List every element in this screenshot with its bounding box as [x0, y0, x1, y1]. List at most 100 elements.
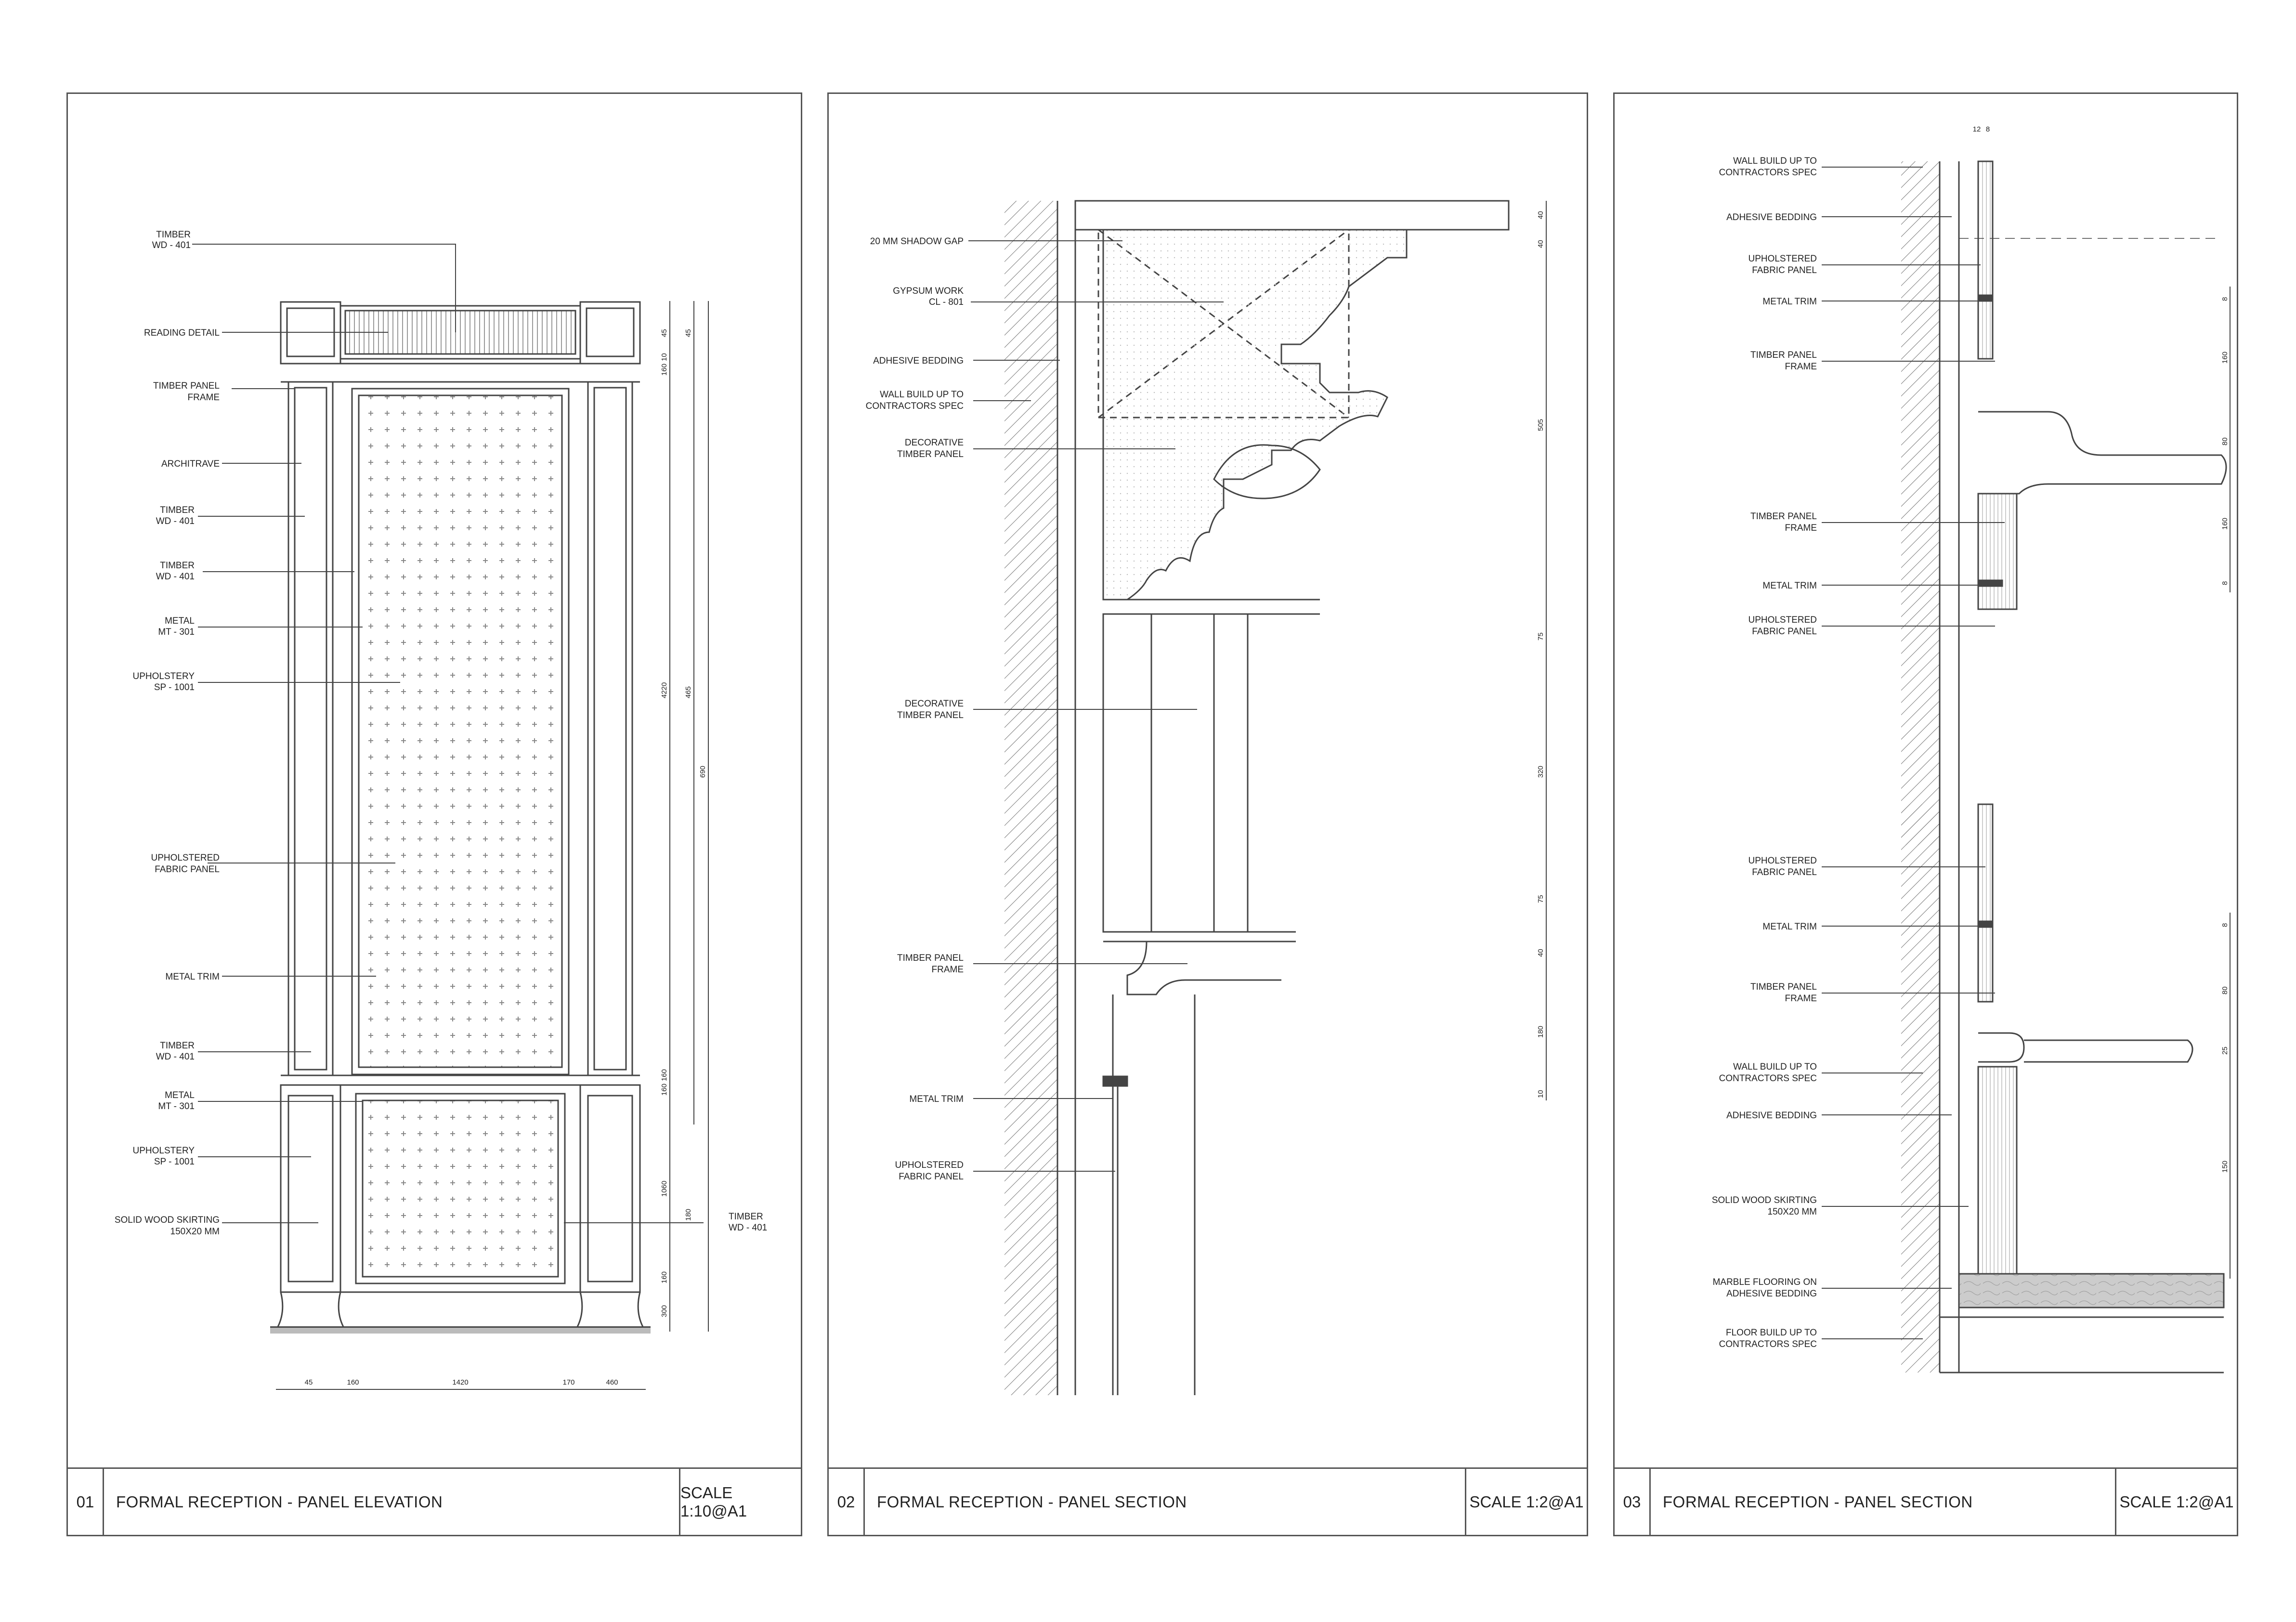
svg-text:WD - 401: WD - 401 — [156, 516, 195, 526]
titlebar-03: 03 FORMAL RECEPTION - PANEL SECTION SCAL… — [1615, 1467, 2237, 1535]
sheet-number: 02 — [829, 1469, 865, 1535]
label-skirting: SOLID WOOD SKIRTING — [115, 1215, 220, 1225]
dim-s3-top-5: 8 — [2221, 581, 2229, 585]
dim-v1-4: 4220 — [660, 682, 668, 698]
section-03-drawing: WALL BUILD UP TO CONTRACTORS SPEC ADHESI… — [1712, 125, 2231, 1373]
label-fabric-3: UPHOLSTERED — [1748, 856, 1817, 866]
label-metal-trim: METAL TRIM — [165, 972, 220, 982]
svg-text:FRAME: FRAME — [1785, 523, 1817, 533]
dim-v1-3: 10 — [660, 353, 668, 361]
dim-v1-2: 160 — [660, 364, 668, 376]
label-metal-trim-3: METAL TRIM — [1762, 922, 1817, 932]
svg-text:MT - 301: MT - 301 — [158, 627, 195, 637]
capital-right — [579, 301, 641, 365]
label-timber-4: TIMBER — [160, 1041, 195, 1051]
titlebar-01: 01 FORMAL RECEPTION - PANEL ELEVATION SC… — [68, 1467, 801, 1535]
label-timber-3: TIMBER — [160, 561, 195, 571]
sheet-panel-section-02: 20 MM SHADOW GAP GYPSUM WORK CL - 801 AD… — [827, 92, 1588, 1536]
label-adhesive: ADHESIVE BEDDING — [873, 356, 964, 366]
metal-trim — [1102, 1075, 1128, 1087]
dim-s2-6: 75 — [1537, 895, 1545, 903]
dim-s2-9: 10 — [1537, 1090, 1545, 1098]
svg-text:WD - 401: WD - 401 — [729, 1223, 767, 1233]
sheet-title: FORMAL RECEPTION - PANEL SECTION — [1663, 1492, 1973, 1511]
lower-fabric-panel — [362, 1099, 559, 1278]
sheet-panel-section-03: WALL BUILD UP TO CONTRACTORS SPEC ADHESI… — [1613, 92, 2238, 1536]
dim-v1-9: 300 — [660, 1305, 668, 1317]
label-adhesive-2: ADHESIVE BEDDING — [1726, 1111, 1817, 1121]
sheet-title: FORMAL RECEPTION - PANEL SECTION — [877, 1492, 1187, 1511]
dim-s2-4: 75 — [1537, 632, 1545, 641]
label-shadow-gap: 20 MM SHADOW GAP — [870, 236, 964, 247]
dim-v1-7: 1060 — [660, 1181, 668, 1197]
label-metal-trim-1: METAL TRIM — [1762, 297, 1817, 307]
label-upholstery-1: UPHOLSTERY — [133, 671, 195, 681]
wall-hatch-upper — [1901, 161, 1940, 845]
svg-text:CONTRACTORS SPEC: CONTRACTORS SPEC — [866, 401, 964, 411]
sheet-number: 01 — [68, 1469, 104, 1535]
lower-column-right — [579, 1084, 641, 1293]
molding-lower — [1978, 1032, 2193, 1063]
label-metal-trim-2: METAL TRIM — [1762, 581, 1817, 591]
sheet-panel-elevation: TIMBER WD - 401 READING DETAIL TIMBER PA… — [66, 92, 802, 1536]
svg-text:CONTRACTORS SPEC: CONTRACTORS SPEC — [1719, 1339, 1817, 1349]
titlebar-02: 02 FORMAL RECEPTION - PANEL SECTION SCAL… — [829, 1467, 1587, 1535]
molding-upper — [1978, 411, 2227, 495]
dim-v1-8: 160 — [660, 1271, 668, 1283]
dim-v2-3: 180 — [684, 1209, 692, 1221]
svg-text:ADHESIVE BEDDING: ADHESIVE BEDDING — [1726, 1289, 1817, 1299]
svg-text:CL - 801: CL - 801 — [929, 297, 964, 307]
dim-bottom-3: 1420 — [452, 1378, 468, 1387]
dim-bottom-2: 160 — [347, 1378, 359, 1387]
label-gypsum: GYPSUM WORK — [893, 286, 964, 296]
dim-s2-7: 40 — [1537, 949, 1545, 957]
svg-text:WD - 401: WD - 401 — [156, 1052, 195, 1062]
section-02-drawing: 20 MM SHADOW GAP GYPSUM WORK CL - 801 AD… — [866, 200, 1547, 1395]
label-timber-top: TIMBER — [156, 230, 191, 240]
sheet-title: FORMAL RECEPTION - PANEL ELEVATION — [116, 1492, 443, 1511]
svg-text:TIMBER PANEL: TIMBER PANEL — [897, 449, 964, 459]
dim-bottom-4: 170 — [562, 1378, 574, 1387]
elevation-drawing: TIMBER WD - 401 READING DETAIL TIMBER PA… — [115, 230, 767, 1390]
label-fabric-2: UPHOLSTERED — [1748, 615, 1817, 625]
svg-text:SP - 1001: SP - 1001 — [154, 1157, 195, 1167]
svg-text:FABRIC PANEL: FABRIC PANEL — [1752, 265, 1817, 275]
dim-v1-5: 160 — [660, 1069, 668, 1081]
svg-text:FABRIC PANEL: FABRIC PANEL — [1752, 627, 1817, 637]
label-wall-build: WALL BUILD UP TO — [880, 390, 964, 400]
timber-frame-molding — [1126, 941, 1281, 995]
label-fabric-1: UPHOLSTERED — [1748, 254, 1817, 264]
svg-text:FRAME: FRAME — [1785, 362, 1817, 372]
dim-top-8: 8 — [1986, 125, 1990, 133]
label-frame-2: TIMBER PANEL — [1750, 511, 1817, 522]
label-frame-3: TIMBER PANEL — [1750, 982, 1817, 992]
svg-text:FABRIC PANEL: FABRIC PANEL — [1752, 867, 1817, 877]
dim-s3-bot-3: 25 — [2221, 1046, 2229, 1055]
dim-s2-3: 505 — [1537, 419, 1545, 431]
sheet-number: 03 — [1615, 1469, 1651, 1535]
wall-hatch — [1004, 201, 1057, 1395]
label-decorative-2: DECORATIVE — [905, 699, 964, 709]
svg-text:CONTRACTORS SPEC: CONTRACTORS SPEC — [1719, 1073, 1817, 1084]
dim-s2-8: 180 — [1537, 1026, 1545, 1038]
label-reading-detail: READING DETAIL — [144, 328, 220, 338]
dim-bottom-5: 460 — [606, 1378, 618, 1387]
svg-text:FRAME: FRAME — [932, 965, 964, 975]
label-wall-build-1: WALL BUILD UP TO — [1733, 156, 1817, 166]
decorative-bracket — [1102, 229, 1408, 601]
wall-hatch-lower — [1901, 804, 1940, 1373]
svg-text:TIMBER PANEL: TIMBER PANEL — [897, 710, 964, 720]
label-metal-2: METAL — [165, 1090, 195, 1100]
sheet-scale: SCALE 1:2@A1 — [1465, 1469, 1587, 1535]
dim-s3-top-1: 8 — [2221, 297, 2229, 301]
dim-v1-6: 160 — [660, 1084, 668, 1096]
dim-s2-1: 40 — [1537, 211, 1545, 219]
label-architrave: ARCHITRAVE — [161, 459, 220, 469]
label-upholstery-2: UPHOLSTERY — [133, 1146, 195, 1156]
floor-hatch — [270, 1328, 651, 1334]
label-adhesive-1: ADHESIVE BEDDING — [1726, 212, 1817, 222]
label-metal-1: METAL — [165, 616, 195, 626]
svg-text:FABRIC PANEL: FABRIC PANEL — [155, 864, 220, 875]
label-floor-build: FLOOR BUILD UP TO — [1726, 1328, 1817, 1338]
